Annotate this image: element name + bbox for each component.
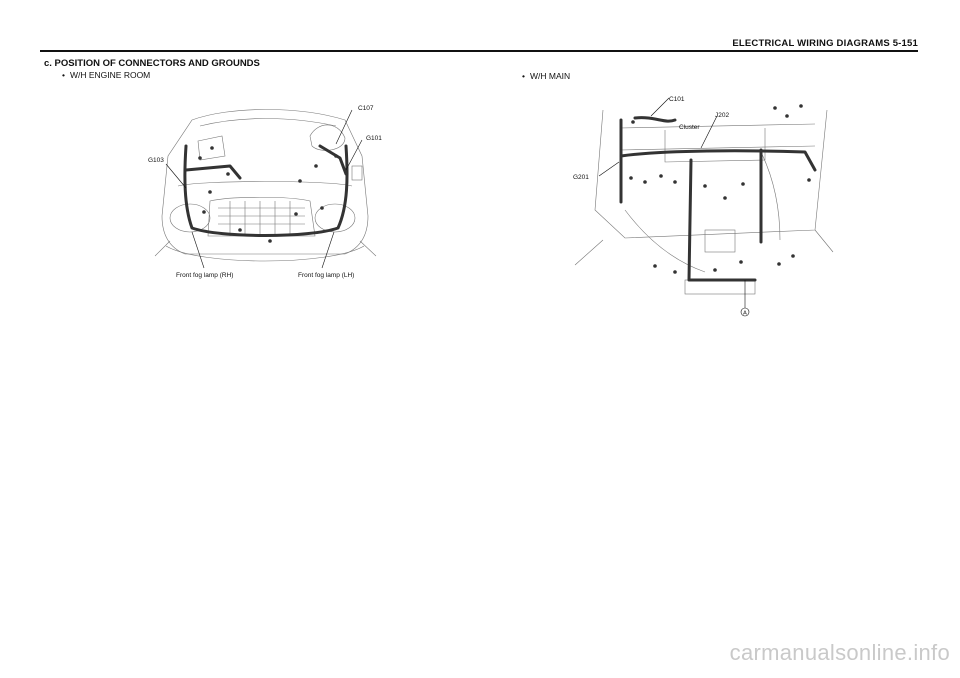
main-linework — [574, 109, 834, 295]
engine-connectors — [198, 146, 338, 243]
callout-g101: G101 — [366, 135, 382, 142]
engine-leader-lines — [165, 109, 363, 269]
main-heading: • W/H MAIN — [522, 71, 570, 81]
bullet-dot: • — [62, 70, 65, 80]
bullet-dot: • — [522, 71, 525, 81]
engine-room-label: W/H ENGINE ROOM — [69, 70, 151, 80]
marker-circle — [740, 307, 750, 317]
main-harness — [619, 116, 817, 282]
watermark: carmanualsonline.info — [729, 640, 950, 665]
main-label: W/H MAIN — [529, 71, 571, 81]
main-harness-diagram: C101 J202 Cluster G201 A — [573, 96, 834, 317]
callout-c107: C107 — [358, 105, 374, 112]
callout-front-fog-lamp-rh: Front fog lamp (RH) — [176, 272, 233, 279]
callout-cluster: Cluster — [679, 124, 700, 131]
callout-j202: J202 — [715, 112, 729, 119]
section-title: c. POSITION OF CONNECTORS AND GROUNDS — [44, 58, 260, 69]
page-title: ELECTRICAL WIRING DIAGRAMS 5-151 — [732, 38, 918, 49]
callout-g201: G201 — [573, 174, 589, 181]
marker-a: A — [743, 311, 747, 317]
engine-room-heading: • W/H ENGINE ROOM — [62, 70, 150, 80]
engine-harness — [183, 144, 349, 237]
page-header: ELECTRICAL WIRING DIAGRAMS 5-151 — [40, 38, 918, 52]
callout-g103: G103 — [148, 157, 164, 164]
engine-room-diagram: C107 G101 G103 Front fog lamp (RH) Front… — [148, 105, 382, 279]
callout-front-fog-lamp-lh: Front fog lamp (LH) — [298, 272, 354, 279]
main-leader-lines — [598, 97, 746, 308]
header-rule — [40, 50, 918, 52]
main-connectors — [629, 104, 811, 274]
callout-c101: C101 — [669, 96, 685, 103]
engine-room-linework — [154, 109, 377, 262]
